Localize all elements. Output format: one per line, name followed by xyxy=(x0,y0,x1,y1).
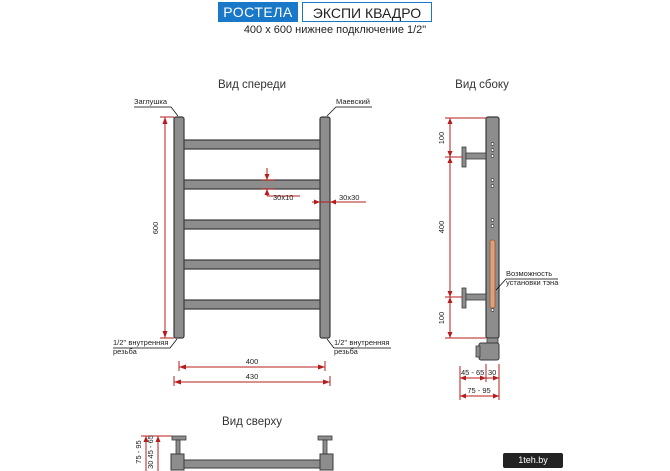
mayevsky-label: Маевский xyxy=(336,97,370,106)
profile-dimension xyxy=(312,199,366,205)
wall-mount-bottom xyxy=(461,287,487,309)
crossbars xyxy=(182,139,323,310)
watermark: 1teh.by xyxy=(503,453,563,468)
heater-element xyxy=(489,239,496,309)
side-depth-label-3: 75 - 95 xyxy=(467,386,490,395)
thread-left-leader xyxy=(113,338,178,349)
product-subtitle: 400 x 600 нижнее подключение 1/2" xyxy=(243,24,427,36)
side-depth-label-1: 45 - 65 xyxy=(461,368,484,377)
crossbar-1 xyxy=(182,139,323,150)
outer-width-label: 430 xyxy=(246,372,259,381)
bar-gap-dimension xyxy=(261,168,300,197)
top-view-title: Вид сверху xyxy=(222,416,282,428)
brand-logo: РОСТЕЛА xyxy=(218,2,298,22)
inner-width-label: 400 xyxy=(246,357,259,366)
thread-left-line2: резьба xyxy=(113,347,138,356)
wall-mount-top xyxy=(461,146,487,168)
profile-label: 30x30 xyxy=(339,193,359,202)
heater-label-line1: Возможность xyxy=(506,269,552,278)
side-depth-dimensions xyxy=(459,364,500,400)
top-view-outline xyxy=(170,435,334,471)
bar-gap-label: 30x10 xyxy=(273,193,293,202)
crossbar-2 xyxy=(182,179,323,190)
side-depth-label-2: 30 xyxy=(488,368,496,377)
outer-width-dimension xyxy=(173,376,331,386)
thread-right-leader xyxy=(326,338,391,349)
inner-width-dimension xyxy=(178,361,326,371)
thread-right-line2: резьба xyxy=(334,347,359,356)
side-dim-top: 100 xyxy=(437,132,446,145)
crossbar-4 xyxy=(182,259,323,270)
top-dim-a: 75 - 95 xyxy=(134,440,143,463)
model-name: ЭКСПИ КВАДРО xyxy=(302,2,432,22)
side-dim-mid: 400 xyxy=(437,221,446,234)
heater-leader xyxy=(495,278,558,291)
crossbar-5 xyxy=(182,299,323,310)
left-pipe xyxy=(173,116,185,339)
mayevsky-leader xyxy=(326,106,372,117)
side-height-dimension xyxy=(445,117,486,339)
top-view-dimensions xyxy=(141,435,172,471)
right-pipe xyxy=(319,116,331,339)
thread-left-line1: 1/2'' внутренняя xyxy=(113,338,168,347)
bottom-fitting xyxy=(475,337,500,361)
crossbar-3 xyxy=(182,219,323,230)
side-dim-bottom: 100 xyxy=(437,312,446,325)
heater-label-line2: установки тэна xyxy=(506,278,559,287)
thread-right-line1: 1/2'' внутренняя xyxy=(334,338,389,347)
plug-leader xyxy=(134,106,179,117)
height-dim-label: 600 xyxy=(151,222,160,235)
plug-label: Заглушка xyxy=(134,97,168,106)
front-view-title: Вид спереди xyxy=(218,79,286,91)
top-dim-b: 30 45 - 65 xyxy=(146,435,155,469)
height-dimension xyxy=(160,116,174,339)
side-view-title: Вид сбоку xyxy=(455,79,509,91)
